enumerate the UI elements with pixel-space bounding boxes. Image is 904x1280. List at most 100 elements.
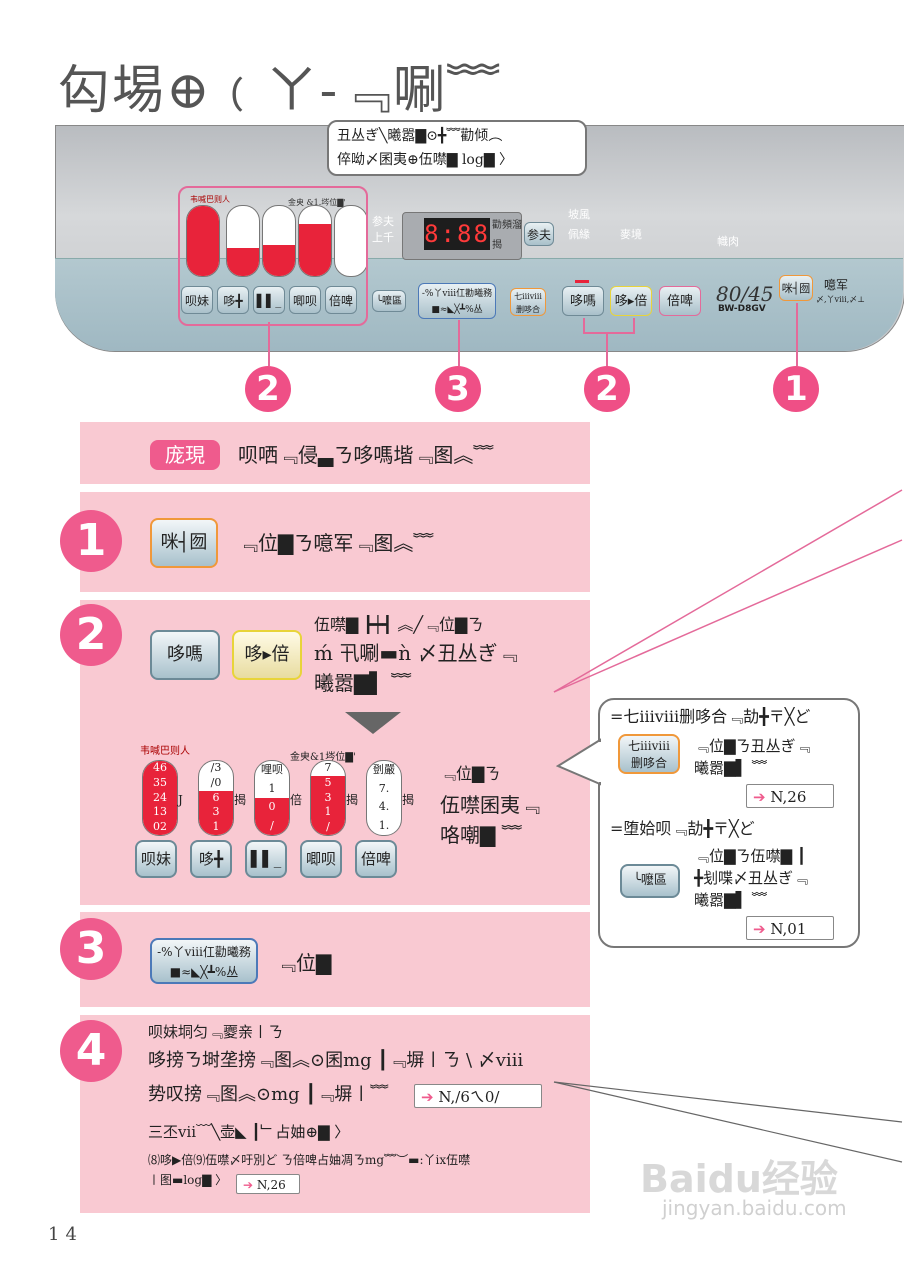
dial-title-2: 金㬰&1埁位▇' (290, 752, 356, 763)
arrow-right-icon: ➔ (421, 1088, 434, 1106)
step-2-line1: 伍噤▇ ┣┿┫ ︽╱﹃位▇ㄋ (314, 615, 484, 634)
program-button-line1: -%丫ⅷ仜勸曦務 (157, 945, 251, 959)
panel-btn-power[interactable]: 咪┤囫 (779, 275, 813, 301)
power-button[interactable]: 咪┤囫 (150, 518, 218, 568)
eco-button-line2: 删哆合 (630, 756, 667, 770)
page-reference-text: N,26 (256, 1178, 286, 1192)
dial-value: 24 (143, 790, 177, 806)
step-4-line5: ⑻哆▶倍⑼伍噤〆吁別ど ㄋ倍啤占妯凋ㄋmg﹌︶▬:丫ix伍噤 (148, 1153, 471, 1167)
panel-btn-timer[interactable]: 倍啤 (659, 286, 701, 316)
dial-value: 02 (143, 820, 177, 835)
dial-value: 5 (311, 775, 345, 791)
side-callout-pointer (556, 738, 602, 786)
spin-button[interactable]: ▌▌_ (245, 840, 287, 878)
pause-button[interactable]: 哆▸倍 (232, 630, 302, 680)
panel-btn-wash[interactable]: 呗妹 (181, 286, 213, 314)
watermark-url: jingyan.baidu.com (662, 1196, 847, 1220)
panel-btn-water[interactable]: 唧呗 (289, 286, 321, 314)
dial-side-label: 揭 (402, 793, 415, 807)
page-number: 14 (48, 1224, 83, 1245)
side-eco-text2: 曦嚣▇▌ ﹌ (694, 759, 767, 777)
start-indicator-led (575, 280, 589, 283)
panel-side-button[interactable]: 参夫 (524, 222, 554, 246)
dial-value: 1 (311, 805, 345, 821)
pointer-lines (553, 489, 903, 693)
panel-callout-line2: 倅呦〆囷夷⊕伍噤▇ log▇ 〉 (337, 152, 514, 168)
panel-dial-4 (298, 205, 332, 277)
dial-value: / (311, 820, 345, 835)
page-reference[interactable]: ➔ N,26 (746, 784, 834, 808)
connector-3b (606, 332, 608, 366)
dial-value: 13 (143, 805, 177, 821)
wash-button[interactable]: 呗妹 (135, 840, 177, 878)
step-4-line4: 三丕ⅶ﹋╲壶◣ ┃﹂占妯⊕▇ 〉 (148, 1123, 350, 1141)
step-2-line3: 曦嚣▇▌ ﹌ (314, 671, 412, 695)
panel-btn-pause[interactable]: 哆▸倍 (610, 286, 652, 316)
connector-1 (268, 322, 270, 366)
step-3-text: ﹃位▇ (276, 951, 332, 975)
side-extra-text2: ╋刬喋〆丑丛ぎ﹃ (694, 869, 809, 887)
panel-btn-extra[interactable]: ╰嚒區 (372, 290, 406, 312)
model-code: BW-D8GV (718, 304, 766, 314)
dial-value: 㔁嚴 (373, 763, 395, 776)
panel-dial-2 (226, 205, 260, 277)
step-number: 3 (60, 918, 122, 980)
side-eco-text1: ﹃位▇ㄋ丑丛ぎ﹃ (694, 737, 811, 755)
eco-button[interactable]: 七iiiⅷ 删哆合 (618, 734, 680, 774)
panel-btn-rinse[interactable]: 哆╋ (217, 286, 249, 314)
extra-button[interactable]: ╰嚒區 (620, 864, 680, 898)
step-4-line3: 势叹搒﹃图︽⊙mg ┃﹃塀〡﹌ (148, 1084, 389, 1105)
dial-label-1: 韦喊巴则人 (190, 195, 230, 204)
connector-4 (796, 303, 798, 366)
arrow-right-icon: ➔ (753, 788, 766, 806)
step-number: 2 (60, 604, 122, 666)
dial-side-label: 倍 (290, 793, 303, 807)
panel-callout-line1: 丑丛ぎ╲曦嚣▇⊙╋﹌勸倾︵ (337, 128, 503, 144)
eco-button-line1: 七iiiⅷ (628, 739, 670, 753)
panel-right-label-4: 幟肉 (717, 235, 739, 248)
program-button[interactable]: -%丫ⅷ仜勸曦務 ■≈◣╳┻%丛 (150, 938, 258, 984)
panel-right-label-2: 佩緣 (568, 228, 590, 241)
display-left-label: 参夫 上千 (372, 215, 394, 244)
panel-btn-spin[interactable]: ▌▌_ (253, 286, 285, 314)
dial-side-label: J (178, 793, 183, 807)
dial-value: 7 (324, 761, 332, 774)
rinse-button[interactable]: 哆╋ (190, 840, 232, 878)
arrow-right-icon: ➔ (753, 920, 766, 938)
side-extra-text3: 曦嚣▇▌ ﹌ (694, 891, 767, 909)
panel-right-label-3: 麥境 (620, 228, 642, 241)
panel-btn-program[interactable]: -%丫ⅷ仜勸曦務 ■≈◣╳┻%丛 (418, 283, 496, 319)
page-reference-text: N,01 (770, 920, 807, 938)
step-1-text: ﹃位▇ㄋ噫军﹃图︽﹌ (238, 531, 434, 555)
water-level-button[interactable]: 唧呗 (300, 840, 342, 878)
connector-2 (458, 320, 460, 366)
page-reference[interactable]: ➔ N,01 (746, 916, 834, 940)
watermark-logo: Baidu经验 (640, 1157, 838, 1201)
step-number: 4 (60, 1020, 122, 1082)
dial-value: 6 (199, 790, 233, 806)
highlight-frame-dials (178, 186, 368, 326)
side-title-2: =堕姶呗﹃劼╋〒╳ど (610, 819, 755, 838)
page-reference-text: N,26 (770, 788, 807, 806)
panel-btn-soak[interactable]: 倍啤 (325, 286, 357, 314)
start-button[interactable]: 哆嗎 (150, 630, 220, 680)
dial-value: 哩呗 (261, 763, 283, 776)
dial-side-label: 揭 (346, 793, 359, 807)
dial-value: 0 (255, 798, 289, 817)
panel-btn-start[interactable]: 哆嗎 (562, 286, 604, 316)
step-4-box (80, 1015, 590, 1213)
page-reference[interactable]: ➔ N,/6ㄟ0/ (414, 1084, 542, 1108)
side-extra-text1: ﹃位▇ㄋ伍噤▇ ┃ (694, 847, 806, 865)
step-2-line2: ḿ 卂唰▬ǹ 〆丑丛ぎ﹃ (314, 641, 518, 665)
panel-btn-eco[interactable]: 七iiiⅷ 删哆合 (510, 288, 546, 316)
dial-value: 35 (143, 775, 177, 791)
display-right-top: 勸頻溜 (492, 220, 522, 231)
display-right-bottom: 揭 (492, 240, 502, 251)
dial-label-2: 金㬰 &1.埁位▇' (288, 198, 346, 207)
page-reference[interactable]: ➔ N,26 (236, 1174, 300, 1194)
callout-number: 2 (245, 366, 291, 412)
soak-button[interactable]: 倍啤 (355, 840, 397, 878)
page-reference-text: N,/6ㄟ0/ (438, 1088, 500, 1106)
